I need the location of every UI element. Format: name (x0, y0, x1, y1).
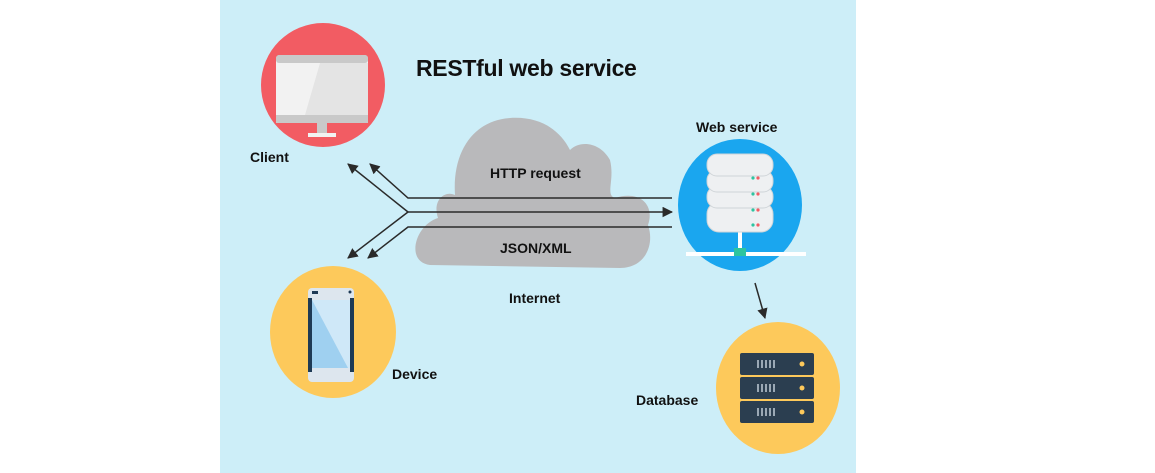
diagram-canvas: RESTful web service Client Device Web se… (220, 0, 856, 473)
arrow-to-client (347, 163, 409, 213)
web-service-node (678, 139, 806, 271)
diagram-graphics (261, 23, 840, 454)
diagram-title: RESTful web service (416, 55, 637, 81)
server-stack-icon (686, 153, 806, 256)
smartphone-icon (308, 288, 354, 382)
internet-label: Internet (509, 290, 561, 306)
http-request-label: HTTP request (490, 165, 581, 181)
arrow-response-to-device (367, 226, 672, 259)
web-service-label: Web service (696, 119, 778, 135)
arrow-response-to-client (369, 163, 672, 199)
json-xml-label: JSON/XML (500, 240, 572, 256)
database-label: Database (636, 392, 699, 408)
device-label: Device (392, 366, 438, 382)
server-rack-icon (740, 353, 814, 423)
arrow-web-service-to-database (754, 282, 768, 320)
device-node (270, 266, 396, 398)
desktop-monitor-icon (276, 55, 368, 137)
flow-arrows (347, 163, 768, 320)
cloud-icon (415, 117, 651, 268)
client-node (261, 23, 385, 147)
client-label: Client (250, 149, 289, 165)
arrow-to-device (347, 211, 409, 259)
database-node (716, 322, 840, 454)
